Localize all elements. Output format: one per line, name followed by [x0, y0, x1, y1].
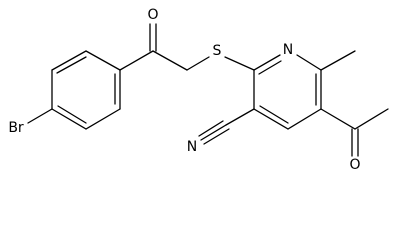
ring-bond	[85, 50, 121, 71]
structure-drawing: O S N Br N O	[8, 7, 389, 173]
atom-nitrile-nitrogen: N	[187, 139, 197, 155]
ring-bond	[51, 108, 87, 130]
ring-double-bond	[258, 60, 282, 75]
acetyl-methyl-bond	[354, 108, 389, 130]
ch2-s-bond	[186, 56, 210, 71]
nitrile-triple-bond	[200, 124, 227, 141]
ring-nitrile-bond	[225, 108, 255, 126]
atom-ketone-oxygen: O	[147, 7, 158, 23]
ring-bond	[85, 108, 121, 130]
ring-double-bond	[56, 56, 87, 74]
nitrile-triple-bond	[198, 120, 224, 137]
pyridine-ring	[253, 54, 322, 130]
ring-carbonyl-bond	[119, 50, 154, 71]
ring-bond	[296, 54, 322, 71]
ring-double-bond	[57, 105, 87, 124]
ring-bond	[253, 108, 289, 130]
ring-double-bond	[259, 105, 289, 124]
c-br-bond	[27, 108, 53, 124]
molecule-diagram: O S N Br N O	[8, 7, 389, 173]
ring-bond	[287, 108, 322, 130]
ring-bond	[253, 54, 281, 71]
atom-pyridine-nitrogen: N	[283, 42, 293, 58]
nitrile-triple-bond	[203, 128, 230, 145]
atom-bromine: Br	[8, 120, 24, 136]
carbonyl-ch2-bond	[152, 50, 188, 71]
bromophenyl-ring	[51, 50, 121, 130]
ring-bond	[51, 50, 87, 71]
methyl-bond	[320, 50, 356, 71]
atom-acetyl-oxygen: O	[349, 157, 360, 173]
atom-sulfur: S	[213, 43, 222, 59]
acetyl-bond	[320, 108, 356, 130]
s-pyridine-bond	[224, 56, 255, 71]
